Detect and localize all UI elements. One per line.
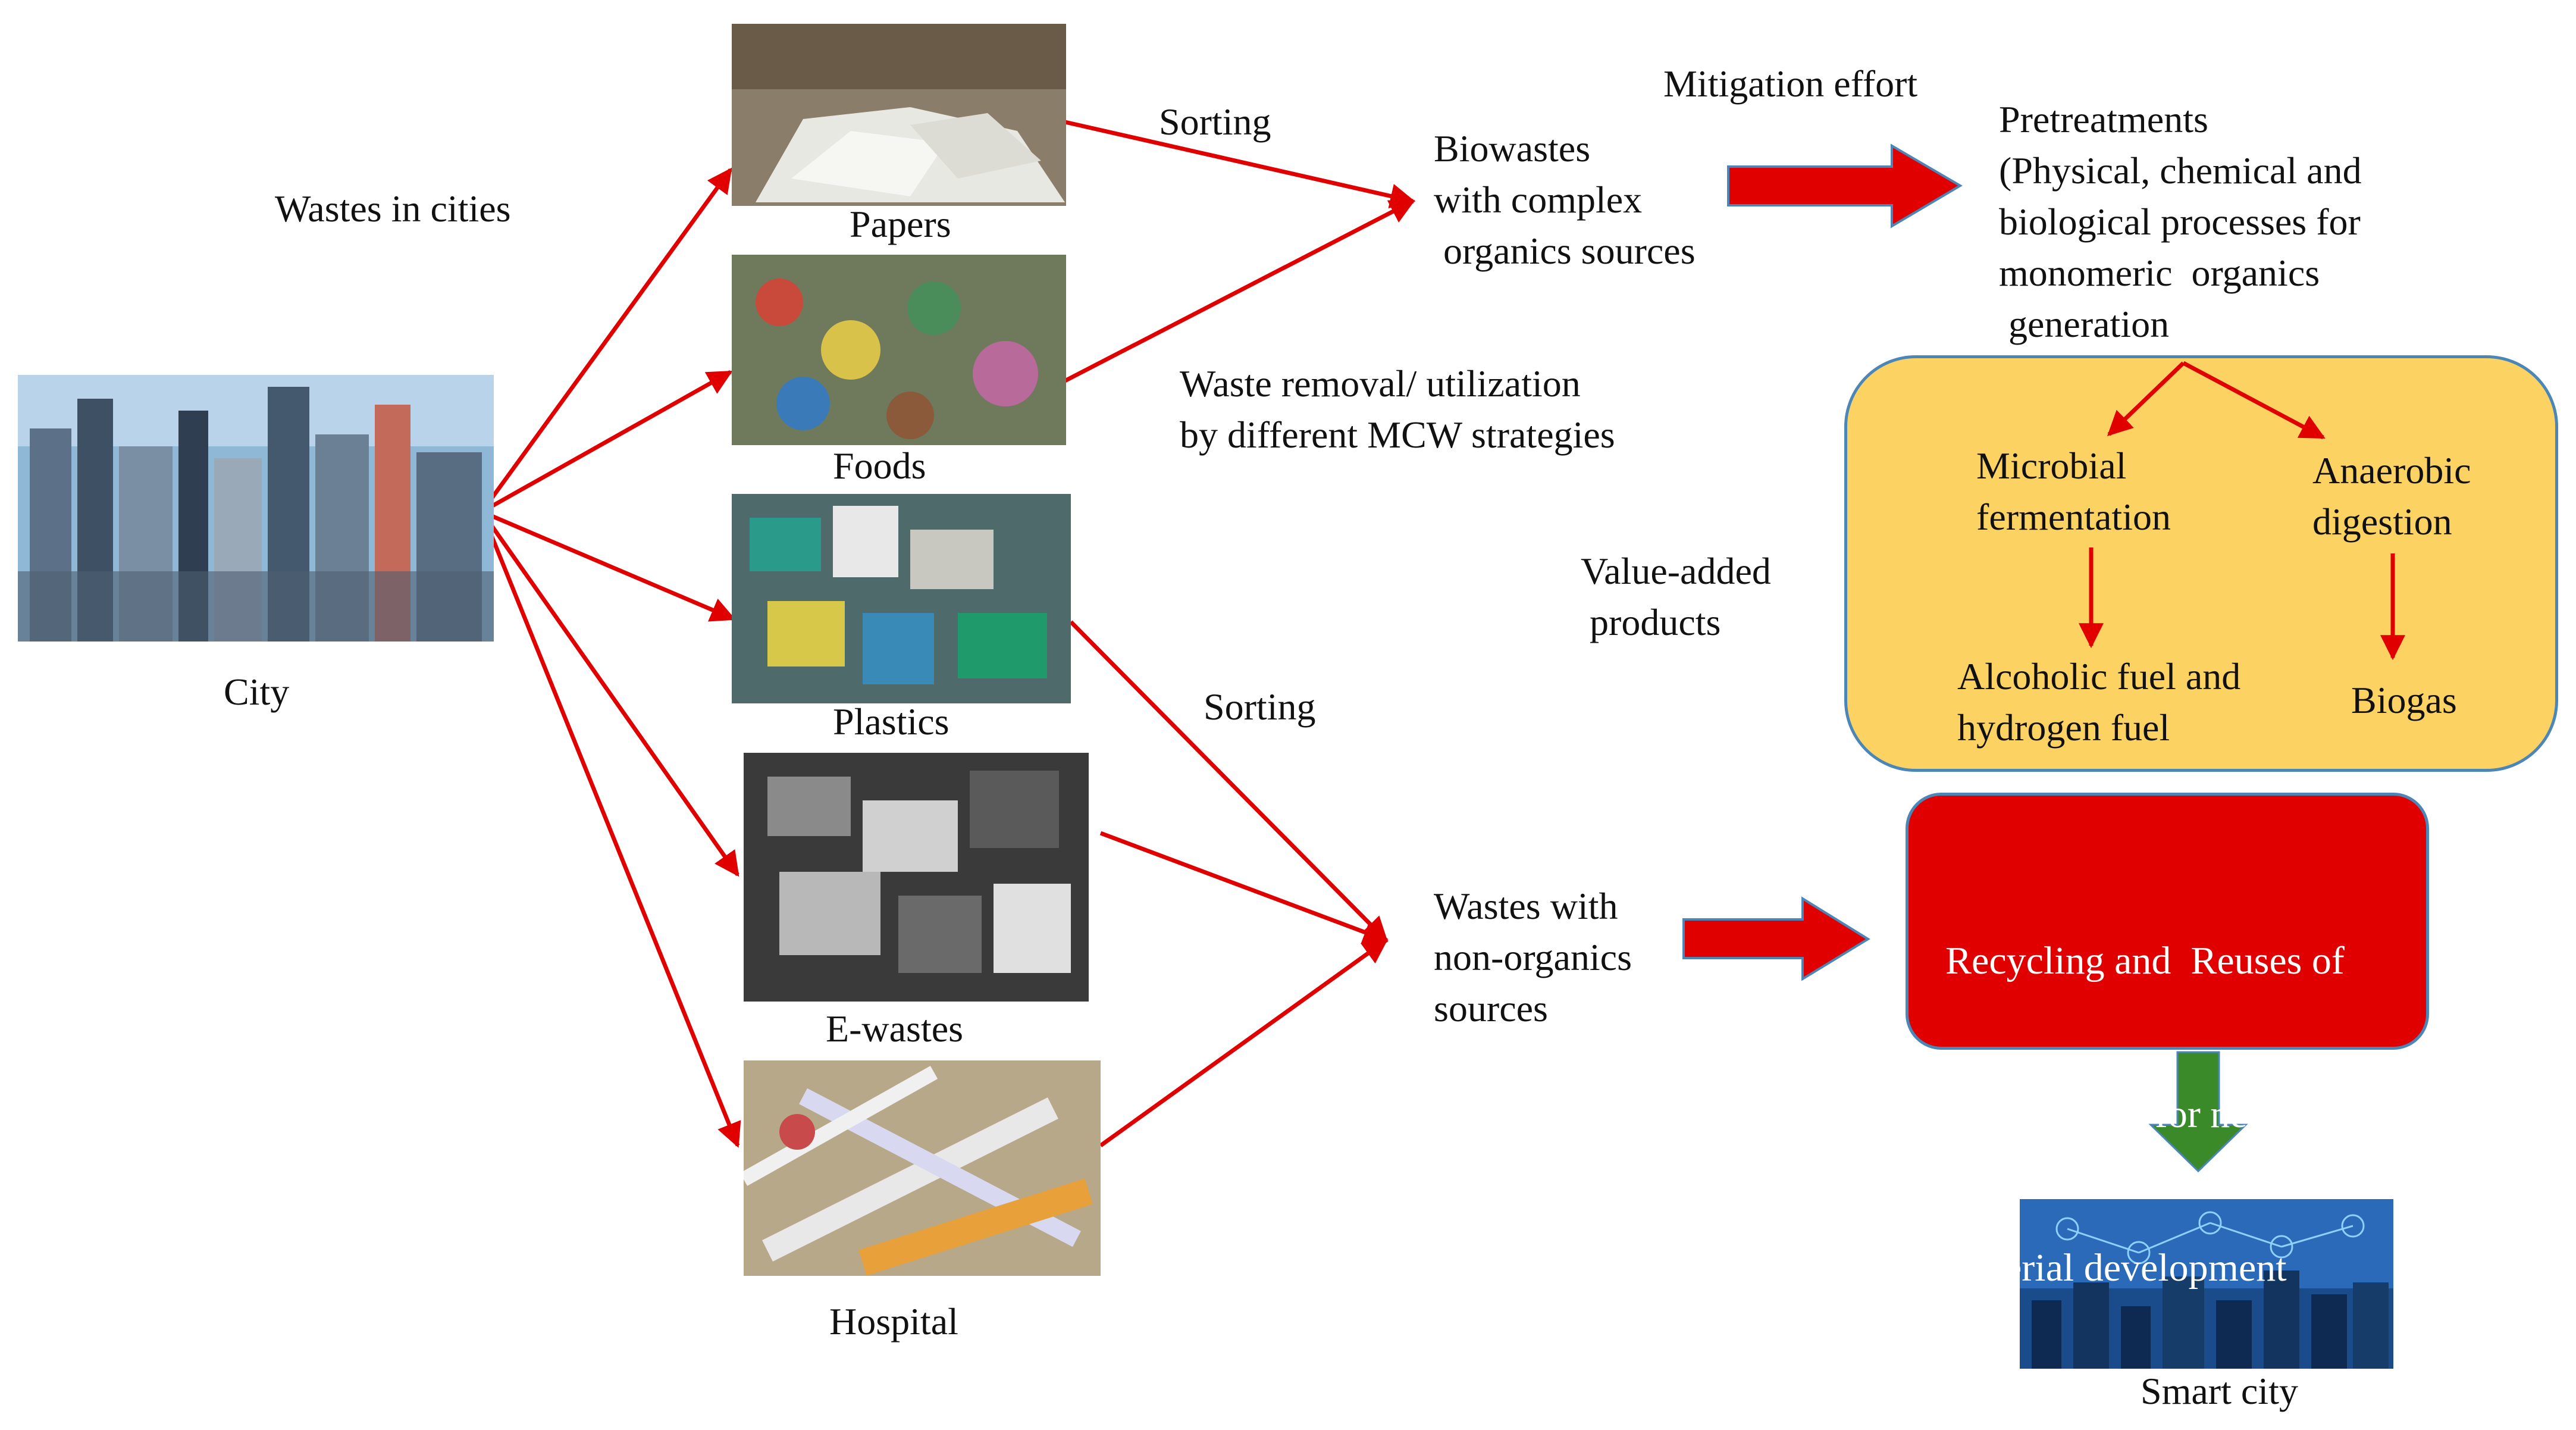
hospital-label: Hospital: [829, 1300, 958, 1343]
microbial-line-1: Microbial: [1976, 445, 2127, 487]
sorting-label-top: Sorting: [1159, 101, 1271, 143]
sorting-label-bottom: Sorting: [1204, 686, 1316, 728]
waste-removal-line-2: by different MCW strategies: [1180, 414, 1615, 456]
pretreatments-line-1: Pretreatments: [1999, 98, 2208, 140]
biogas-label: Biogas: [2351, 679, 2457, 721]
recycling-text: Recycling and Reuses of waste matter for…: [1945, 833, 2345, 1396]
value-added-line-1: Value-added: [1581, 550, 1771, 592]
biowastes-line-1: Biowastes: [1434, 127, 1591, 170]
block-arrow-to-smart-city: [2148, 1051, 2248, 1173]
foods-image: [732, 255, 1066, 445]
alcoholic-line-2: hydrogen fuel: [1957, 706, 2170, 749]
plastics-image: [732, 494, 1071, 703]
biowastes-line-3: organics sources: [1434, 230, 1696, 272]
arrow-city-to-papers: [480, 167, 732, 514]
non-organics-line-2: non-organics: [1434, 936, 1632, 978]
recycling-line-1: Recycling and Reuses of: [1945, 939, 2345, 982]
ewastes-image: [744, 753, 1089, 1002]
pretreatments-line-4: monomeric organics: [1999, 252, 2320, 294]
block-arrow-to-recycling: [1682, 896, 1870, 981]
arrow-ewastes-to-nonorganics: [1099, 831, 1389, 944]
recycling-line-2: waste matter for new: [1945, 1093, 2276, 1136]
city-image: [18, 375, 494, 642]
plastics-label: Plastics: [833, 700, 949, 743]
recycling-line-3: material development: [1945, 1246, 2287, 1290]
microbial-line-2: fermentation: [1976, 496, 2171, 538]
arrow-pretreat-to-anaerobic: [2182, 361, 2326, 440]
arrow-pretreat-to-microbial: [2107, 361, 2185, 436]
arrow-city-to-plastics: [481, 509, 736, 622]
foods-label: Foods: [833, 445, 926, 487]
value-added-line-2: products: [1590, 601, 1721, 643]
papers-label: Papers: [850, 203, 951, 245]
arrow-foods-to-biowastes: [1064, 199, 1415, 383]
wastes-in-cities-heading: Wastes in cities: [275, 187, 511, 230]
pretreatments-line-5: generation: [1999, 303, 2170, 345]
city-label: City: [224, 671, 290, 713]
anaerobic-line-1: Anaerobic: [2312, 449, 2471, 492]
arrow-plastics-to-nonorganics: [1069, 620, 1388, 942]
smart-city-image: [2020, 1199, 2393, 1369]
hospital-image: [744, 1060, 1101, 1276]
block-arrow-to-pretreatments: [1727, 143, 1963, 229]
ewastes-label: E-wastes: [826, 1007, 964, 1050]
arrow-city-to-hospital: [480, 511, 741, 1148]
recycling-box: [1906, 793, 2429, 1050]
non-organics-line-3: sources: [1434, 987, 1548, 1030]
arrow-papers-to-biowastes: [1064, 120, 1416, 209]
arrow-city-to-foods: [481, 370, 733, 514]
biowastes-line-2: with complex: [1434, 179, 1643, 221]
papers-image: [732, 24, 1066, 206]
alcoholic-line-1: Alcoholic fuel and: [1957, 655, 2241, 697]
arrow-hospital-to-nonorganics: [1099, 938, 1389, 1147]
anaerobic-line-2: digestion: [2312, 500, 2452, 543]
smart-city-label: Smart city: [2141, 1370, 2298, 1412]
pretreatments-line-3: biological processes for: [1999, 201, 2361, 243]
mitigation-effort-label: Mitigation effort: [1663, 62, 1918, 105]
arrow-city-to-ewastes: [480, 510, 739, 877]
non-organics-line-1: Wastes with: [1434, 885, 1618, 927]
waste-removal-line-1: Waste removal/ utilization: [1180, 362, 1581, 405]
value-added-products-box: [1844, 355, 2558, 772]
pretreatments-line-2: (Physical, chemical and: [1999, 149, 2362, 192]
